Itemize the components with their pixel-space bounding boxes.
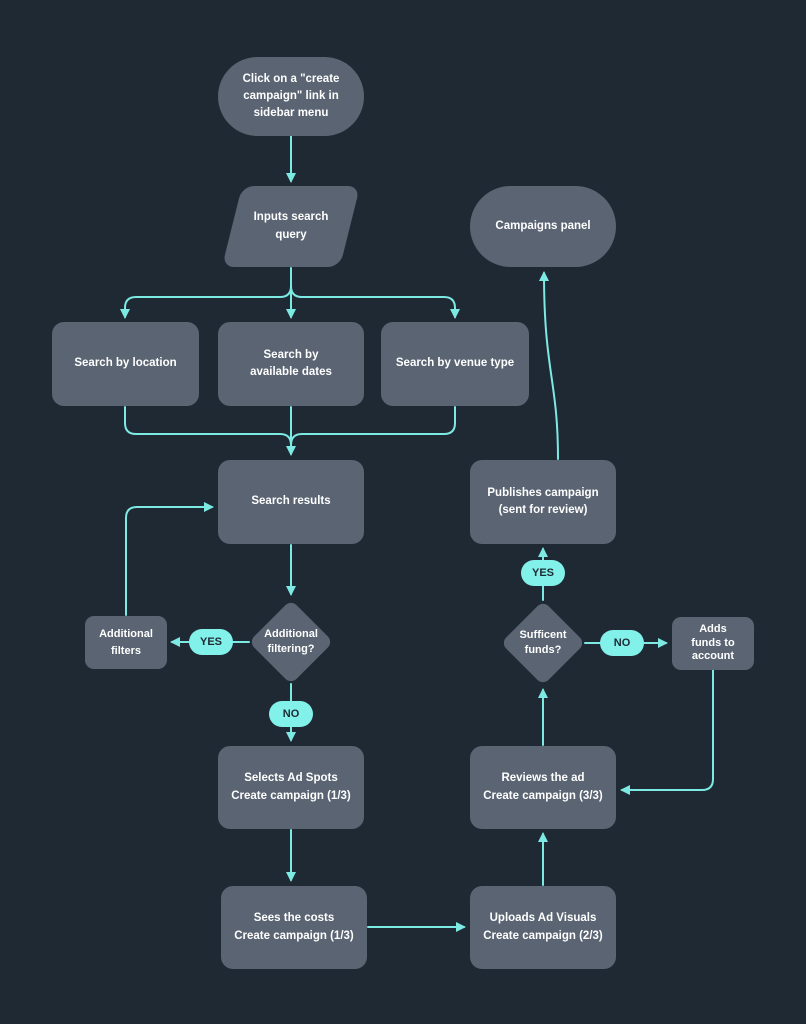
edge-label-filtering-no: NO: [269, 701, 313, 727]
node-search-by-location: Search by location: [52, 322, 199, 406]
edge-addfunds-to-reviews: [620, 669, 714, 795]
edge-publishes-to-panel: [539, 271, 559, 460]
node-label: Additional filtering?: [264, 627, 318, 655]
edge-location-merge: [124, 406, 292, 446]
node-sees-the-costs: Sees the costs Create campaign (1/3): [221, 886, 367, 969]
node-publishes-campaign: Publishes campaign (sent for review): [470, 460, 616, 544]
node-label: Uploads Ad Visuals Create campaign (2/3): [483, 912, 603, 942]
node-label: Selects Ad Spots Create campaign (1/3): [231, 772, 351, 802]
node-selects-ad-spots: Selects Ad Spots Create campaign (1/3): [218, 746, 364, 829]
node-label: Click on a "create campaign" link in sid…: [242, 72, 340, 120]
edge-label-filtering-yes: YES: [189, 629, 233, 655]
node-label: Adds funds to account: [691, 622, 735, 663]
node-label: Sees the costs Create campaign (1/3): [234, 912, 354, 942]
node-label: Search by venue type: [395, 357, 515, 370]
node-label: Search results: [251, 495, 331, 508]
node-label: Inputs search query: [253, 211, 329, 241]
node-label: Campaigns panel: [495, 219, 591, 232]
node-label: Search by available dates: [250, 348, 332, 378]
node-label: Reviews the ad Create campaign (3/3): [483, 772, 603, 802]
node-additional-filters: Additional filters: [85, 616, 167, 669]
node-decision-sufficent-funds: Sufficent funds?: [500, 600, 586, 686]
node-label: Additional filters: [99, 628, 153, 657]
node-search-by-available-dates: Search by available dates: [218, 322, 364, 406]
edge-inputs-split-right: [290, 269, 460, 319]
node-decision-additional-filtering: Additional filtering?: [248, 599, 334, 685]
edge-venue-merge: [290, 406, 456, 446]
node-adds-funds-to-account: Adds funds to account: [672, 617, 754, 670]
node-search-results: Search results: [218, 460, 364, 544]
node-label: Publishes campaign (sent for review): [487, 486, 599, 516]
node-uploads-ad-visuals: Uploads Ad Visuals Create campaign (2/3): [470, 886, 616, 969]
node-inputs-search-query: Inputs search query: [221, 186, 361, 267]
edge-inputs-split-left: [120, 269, 292, 319]
edge-label-funds-yes: YES: [521, 560, 565, 586]
node-search-by-venue-type: Search by venue type: [381, 322, 529, 406]
edge-filters-to-results: [125, 502, 214, 616]
node-campaigns-panel: Campaigns panel: [470, 186, 616, 267]
node-label: Search by location: [74, 357, 177, 370]
node-label: Sufficent funds?: [519, 628, 567, 656]
edge-label-funds-no: NO: [600, 630, 644, 656]
node-reviews-the-ad: Reviews the ad Create campaign (3/3): [470, 746, 616, 829]
node-start-create-campaign-link: Click on a "create campaign" link in sid…: [218, 57, 364, 136]
